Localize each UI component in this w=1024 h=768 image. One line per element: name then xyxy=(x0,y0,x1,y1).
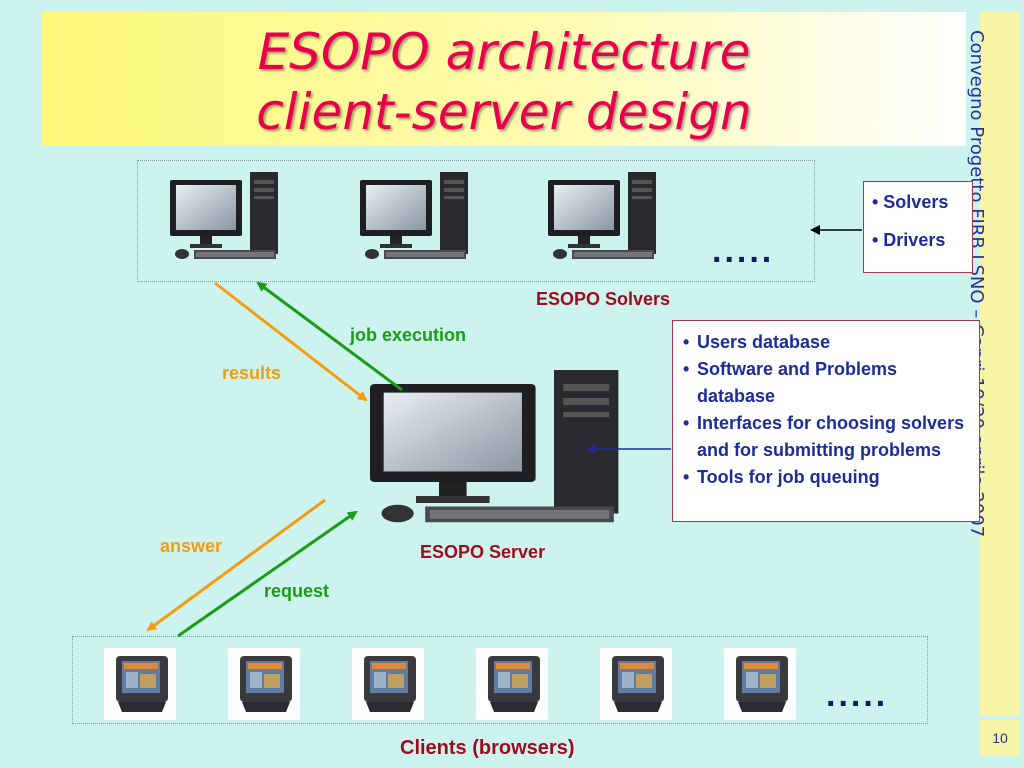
clients-panel xyxy=(72,636,928,724)
client-monitor-6 xyxy=(724,648,796,720)
feature-interfaces: Interfaces for choosing solvers and for … xyxy=(683,410,969,464)
clients-ellipsis: ..... xyxy=(826,676,889,714)
title-line-1: ESOPO architecture xyxy=(257,23,751,81)
solver-computer-1 xyxy=(170,172,278,259)
client-monitor-2 xyxy=(228,648,300,720)
job-execution-label: job execution xyxy=(350,325,467,345)
client-monitor-3 xyxy=(352,648,424,720)
solvers-ellipsis: ..... xyxy=(712,232,775,270)
solver-computer-2 xyxy=(360,172,468,259)
request-label: request xyxy=(264,581,330,601)
request-arrow xyxy=(177,510,358,638)
answer-label: answer xyxy=(160,536,223,556)
server-computer xyxy=(370,370,619,523)
title-box: ESOPO architecture client-server design xyxy=(42,12,966,146)
client-monitor-4 xyxy=(476,648,548,720)
solvers-panel xyxy=(137,160,815,282)
job-execution-arrow xyxy=(256,281,403,392)
page-number: 10 xyxy=(980,720,1020,756)
answer-arrow xyxy=(146,498,326,632)
results-label: results xyxy=(222,363,282,383)
drivers-info-item: • Drivers xyxy=(872,230,946,250)
client-monitor-5 xyxy=(600,648,672,720)
results-arrow xyxy=(214,281,368,402)
server-info-box: Users database Software and Problems dat… xyxy=(672,320,980,522)
solver-computer-3 xyxy=(548,172,656,259)
client-monitor-1 xyxy=(104,648,176,720)
side-banner-band xyxy=(980,12,1020,716)
server-label: ESOPO Server xyxy=(420,542,546,562)
feature-job-queuing: Tools for job queuing xyxy=(683,464,969,491)
solvers-info-box: • Solvers • Drivers xyxy=(863,181,973,273)
solvers-info-item: • Solvers xyxy=(872,192,949,212)
solvers-label: ESOPO Solvers xyxy=(536,289,671,309)
feature-users-database: Users database xyxy=(683,329,969,356)
feature-software-problems-database: Software and Problems database xyxy=(683,356,969,410)
title-line-2: client-server design xyxy=(256,83,752,141)
clients-label: Clients (browsers) xyxy=(400,737,575,759)
